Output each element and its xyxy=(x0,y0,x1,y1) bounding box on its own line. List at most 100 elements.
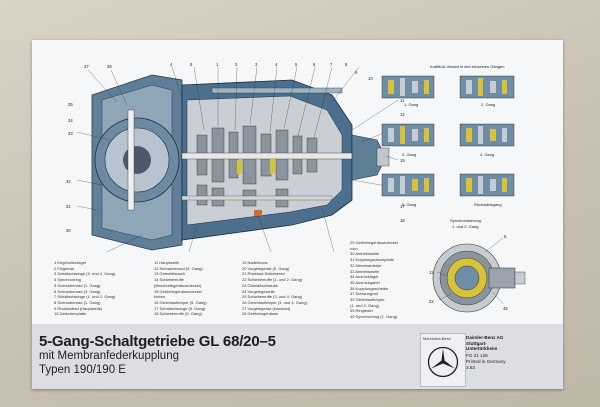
callout-6: 6 xyxy=(313,62,316,67)
gear-reverse-diagram: Rückwärtsgang xyxy=(459,173,515,207)
gear-2-label: 2. Gang xyxy=(481,102,495,107)
legend-item: 6 Schraubenrad (3. Gang) xyxy=(54,288,101,294)
callout-36: 36 xyxy=(107,64,112,69)
brand-name: Mercedes-Benz xyxy=(423,336,452,341)
legend-item: 11 Hauptwelle xyxy=(154,260,180,265)
legend-item: 10 Zwischenplatte xyxy=(54,311,87,317)
callout-35: 35 xyxy=(68,102,73,107)
callout-33: 33 xyxy=(68,131,73,136)
synchro-callout-5: 5 xyxy=(504,234,507,239)
diagram-area: 37 36 4 5 1 2 3 4 5 6 7 8 9 10 35 34 33 … xyxy=(32,40,563,257)
callout-31: 31 xyxy=(66,204,71,209)
gear-3-label: 3. Gang xyxy=(402,152,416,157)
callout-34: 34 xyxy=(68,118,73,123)
legend-item: vorn xyxy=(350,245,358,251)
legend-item: 22 Schiebemuffe (1. und 2. Gang) xyxy=(242,277,303,283)
print-code: FG 21 126 xyxy=(466,353,488,358)
company-line-3: Untertürkheim xyxy=(466,346,498,352)
legend-item: 31 Kupplungsdruckplatte xyxy=(350,257,395,263)
callout-8: 8 xyxy=(345,62,348,67)
legend-item: 23 Ölablaßschraube xyxy=(242,282,279,288)
callout-30: 30 xyxy=(66,228,71,233)
gear-reverse-label: Rückwärtsgang xyxy=(474,202,502,207)
legend-item: 16 Gleichlaufkörper (5. Gang) xyxy=(154,299,207,305)
cutaway-transmission xyxy=(91,74,390,251)
callout-12: 12 xyxy=(400,112,405,117)
legend-item: 5 Schraubenrad (1. Gang) xyxy=(54,282,101,288)
company-line-2: Stuttgart- xyxy=(466,340,487,346)
gear-5-diagram: 5. Gang xyxy=(381,173,435,207)
legend-col-3: 19 Nadelkranz 20 Vorgelegerad (5. Gang) … xyxy=(242,260,307,317)
callout-17: 17 xyxy=(400,204,405,209)
legend-item: 3 Schaltschwinge (3. und 4. Gang) xyxy=(54,271,116,277)
legend-item: 35 Ausrückgabel xyxy=(350,279,380,285)
callout-18: 18 xyxy=(400,218,405,223)
legend-item: 26 Gleichlaufkörper (3. und 4. Gang) xyxy=(242,299,307,305)
gear-1-label: 1. Gang xyxy=(404,102,418,107)
legend-item: 14 Schiebemuffe xyxy=(154,277,184,283)
legend-item: 2 Flügelrad xyxy=(54,265,75,271)
poster-models: Typen 190/190 E xyxy=(39,364,126,376)
mercedes-star-icon xyxy=(427,346,459,378)
poster-title: 5-Gang-Schaltgetriebe GL 68/20–5 xyxy=(39,333,276,350)
synchro-callout-22: 22 xyxy=(429,299,434,304)
callout-5a: 5 xyxy=(190,62,193,67)
callout-2: 2 xyxy=(235,62,238,67)
synchro-callout-11: 11 xyxy=(429,270,434,275)
legend-item: 40 Synchronring (1. Gang) xyxy=(350,314,398,320)
gear-1-diagram: 1. Gang xyxy=(381,75,435,107)
title-band xyxy=(32,324,563,389)
legend-item: 25 Schiebemuffe (3. und 4. Gang) xyxy=(242,294,303,300)
legend-item: 13 Gelenkflansch xyxy=(154,271,185,277)
gear-5-label: 5. Gang xyxy=(402,202,416,207)
callout-1: 1 xyxy=(216,62,219,67)
printed-in: Printed in Germany xyxy=(466,359,506,364)
callout-4: 4 xyxy=(275,62,278,67)
legend-item: 36 Kupplungsscheibe xyxy=(350,285,389,291)
synchro-illustration: 5 11 22 45 xyxy=(429,234,526,313)
legend-item: 12 Schraubenrad (5. Gang) xyxy=(154,265,203,271)
meta-block: FG 21 126 Printed in Germany 3.83 xyxy=(466,353,506,371)
legend-item: 17 Schaltschwinge (5. Gang) xyxy=(154,305,206,311)
synchro-callout-45: 45 xyxy=(503,306,508,311)
legend-item: 20 Vorgelegerad (5. Gang) xyxy=(242,265,290,271)
legend-item: 21 Rücklauf-Schieberad xyxy=(242,271,285,277)
legend-item: 33 Antriebswelle xyxy=(350,268,380,274)
callout-9: 9 xyxy=(355,70,358,75)
gear-flow-panel: Kraftfluß-Verlauf in den einzelnen Gänge… xyxy=(381,64,515,207)
callouts-top: 37 36 4 5 1 2 3 4 5 6 7 8 9 10 xyxy=(84,62,373,81)
legend-item: 7 Schaltschwinge (1. und 2. Gang) xyxy=(54,294,116,300)
legend-item: (1. und 2. Gang) xyxy=(350,302,380,308)
legend-item: 34 Ausrücklager xyxy=(350,274,379,280)
gear-2-diagram: 2. Gang xyxy=(459,75,515,107)
legend-item: 28 Getriebegehäuse xyxy=(242,311,279,317)
callout-37: 37 xyxy=(84,64,89,69)
legend-item: 24 Vorgelegewelle xyxy=(242,288,275,294)
callout-11: 11 xyxy=(400,98,405,103)
legend-item: 39 Gleichlaufkörper xyxy=(350,297,385,303)
callout-7: 7 xyxy=(330,62,333,67)
legend-item: 32 Membranfeder xyxy=(350,262,382,268)
legend-item: hinten xyxy=(154,294,165,300)
legend-item: 8 Schraubenrad (1. Gang) xyxy=(54,299,101,305)
legend-item: 29 Getriebegehäusedeckel xyxy=(350,240,398,245)
callout-10: 10 xyxy=(368,76,373,81)
legend-col-2: 11 Hauptwelle 12 Schraubenrad (5. Gang) … xyxy=(154,260,207,317)
callout-4a: 4 xyxy=(170,62,173,67)
legend-item: (Beschreibgehäusedeckel) xyxy=(154,282,202,288)
gear-4-label: 4. Gang xyxy=(480,152,494,157)
callout-15: 15 xyxy=(400,158,405,163)
legend-item: 18 Schiebemuffe (5. Gang) xyxy=(154,311,202,317)
poster-sheet: 37 36 4 5 1 2 3 4 5 6 7 8 9 10 35 34 33 … xyxy=(32,40,563,389)
synchro-detail: Synchronisierung 1. und 2. Gang xyxy=(450,218,481,229)
legend-item: 37 Schwungrad xyxy=(350,291,378,297)
legend-item: 30 Antriebswelle xyxy=(350,251,380,257)
gear-4-diagram: 4. Gang xyxy=(459,123,515,157)
transmission-illustration: 37 36 4 5 1 2 3 4 5 6 7 8 9 10 35 34 33 … xyxy=(66,62,515,257)
brand-box: Mercedes-Benz xyxy=(420,333,466,387)
callout-5: 5 xyxy=(295,62,298,67)
legend-col-4: 29 Getriebegehäusedeckel vorn 30 Antrieb… xyxy=(350,240,398,320)
company-line-1: Daimler-Benz AG xyxy=(466,335,504,340)
synchro-heading-2: 1. und 2. Gang xyxy=(452,224,478,229)
print-date: 3.83 xyxy=(466,365,475,370)
